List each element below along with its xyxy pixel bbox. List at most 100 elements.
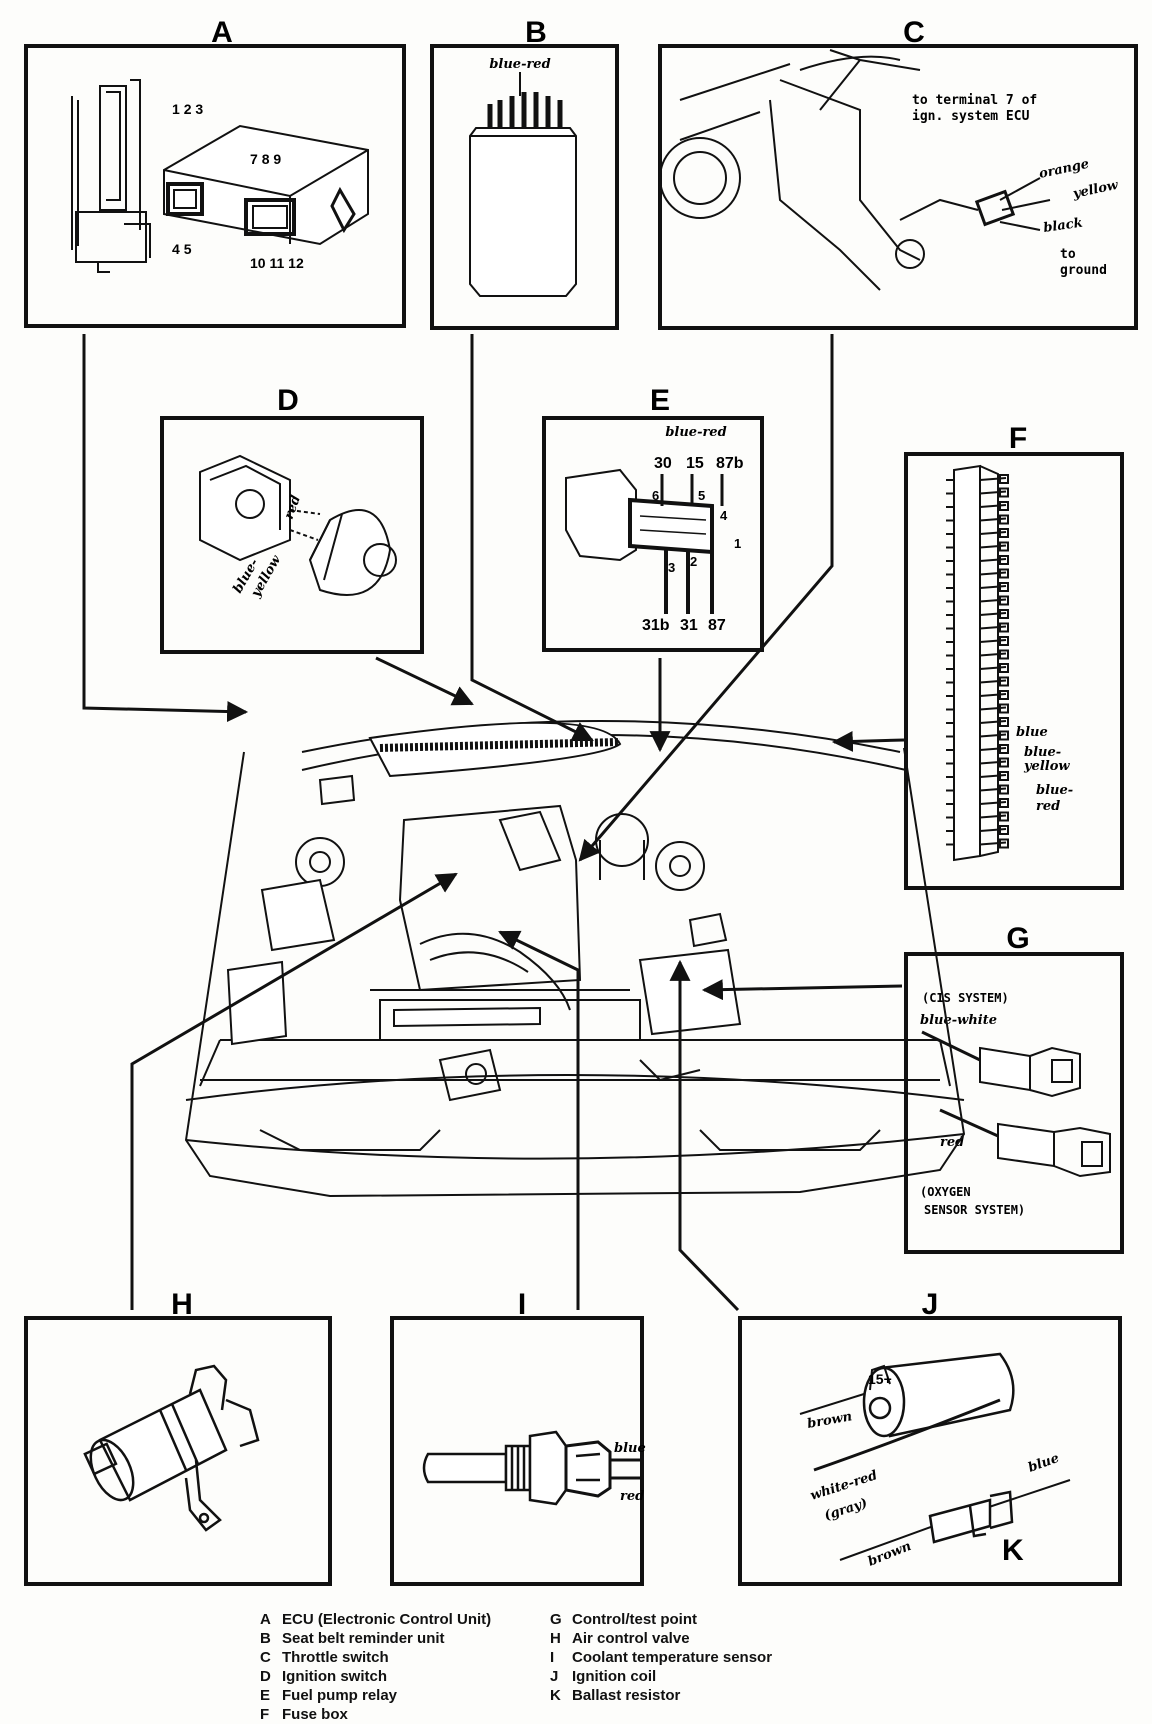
fuse-slot bbox=[946, 679, 1007, 684]
coil-wire-white-red: white-red bbox=[809, 1468, 880, 1504]
fuse bbox=[999, 730, 1009, 741]
coil-terminal-15: 15+ bbox=[868, 1371, 892, 1387]
fuse bbox=[999, 676, 1009, 687]
fuse bbox=[999, 690, 1009, 700]
panel-d-letter: D bbox=[277, 384, 299, 417]
throttle-note-2: ign. system ECU bbox=[912, 109, 1030, 124]
fuse-wire-blue: blue bbox=[1016, 725, 1048, 740]
fuse-slot bbox=[946, 747, 1007, 751]
fuse-wire-blue-red-2: red bbox=[1036, 799, 1060, 814]
relay-pin-4: 4 bbox=[720, 508, 728, 523]
panel-j-letter: J bbox=[922, 1288, 939, 1321]
throttle-wire-black: black bbox=[1042, 216, 1083, 236]
relay-pin-1: 1 bbox=[734, 536, 741, 551]
fuse bbox=[999, 649, 1009, 660]
fuse bbox=[999, 838, 1009, 849]
relay-term-87: 87 bbox=[708, 617, 726, 634]
panel-c: C to terminal 7 of ign. system ECU to gr… bbox=[658, 16, 1138, 330]
fuse-slot bbox=[946, 571, 1007, 576]
fuse bbox=[999, 541, 1009, 552]
fuse-slot bbox=[946, 693, 1007, 697]
ecu-pins-top2: 7 8 9 bbox=[250, 151, 281, 167]
fuse-slot bbox=[946, 625, 1007, 630]
relay-pin-2: 2 bbox=[690, 554, 697, 569]
coil-wire-blue: blue bbox=[1026, 1451, 1061, 1476]
ecu-pins-bottom2: 10 11 12 bbox=[250, 255, 304, 271]
fuse bbox=[999, 825, 1009, 835]
fuse bbox=[999, 555, 1009, 565]
relay-term-30: 30 bbox=[654, 455, 672, 472]
oxygen-system-label-1: (OXYGEN bbox=[920, 1185, 971, 1199]
fuse bbox=[999, 474, 1009, 484]
ecu-pins-top: 1 2 3 bbox=[172, 101, 203, 117]
fuse bbox=[999, 717, 1009, 727]
fuse bbox=[999, 609, 1009, 619]
coolant-sensor-illustration bbox=[422, 1430, 640, 1506]
panel-a: A 1 2 3 4 5 7 8 9 10 11 12 bbox=[24, 16, 406, 328]
coil-wire-brown: brown bbox=[806, 1409, 853, 1432]
fuse-wire-blue-red-1: blue- bbox=[1036, 783, 1073, 798]
panel-e-letter: E bbox=[650, 384, 670, 417]
panel-j: J brown white-red (gray) blue brown 15+ … bbox=[738, 1288, 1122, 1586]
engine-bay-illustration bbox=[184, 720, 966, 1198]
relay-pin-5: 5 bbox=[698, 488, 705, 503]
fuse bbox=[999, 487, 1009, 498]
panel-i: I blue red bbox=[390, 1288, 646, 1586]
coil-wire-gray: (gray) bbox=[823, 1496, 870, 1524]
relay-term-31: 31 bbox=[680, 617, 698, 634]
relay-illustration bbox=[469, 72, 577, 297]
throttle-note-1: to terminal 7 of bbox=[912, 93, 1037, 108]
fuse bbox=[999, 798, 1009, 808]
throttle-illustration bbox=[659, 49, 1051, 291]
fuse bbox=[999, 663, 1009, 673]
fuse-slot bbox=[946, 652, 1007, 657]
fuse-slot bbox=[946, 517, 1007, 522]
fuse-slot bbox=[946, 504, 1007, 508]
ecu-illustration bbox=[71, 79, 369, 273]
fuse-box-illustration bbox=[946, 464, 1009, 862]
fuse-slot bbox=[946, 639, 1007, 643]
fuse bbox=[999, 528, 1009, 538]
panel-d: D red blue- yellow bbox=[160, 384, 424, 654]
fuse bbox=[999, 582, 1009, 592]
fuse-slot bbox=[946, 733, 1007, 738]
throttle-wire-orange: orange bbox=[1038, 157, 1091, 182]
coil-wire-brown-2: brown bbox=[866, 1539, 914, 1570]
panel-e: E blue-red 30 15 87b 31b 31 87 6 5 4 3 2… bbox=[542, 384, 764, 652]
panel-g-letter: G bbox=[1006, 922, 1029, 955]
fuse-slot bbox=[946, 814, 1007, 819]
coolant-wire-blue: blue bbox=[614, 1441, 646, 1456]
fuse-slot bbox=[946, 544, 1007, 549]
cis-system-label: (CIS SYSTEM) bbox=[922, 991, 1009, 1005]
panel-i-letter: I bbox=[518, 1288, 526, 1321]
coolant-wire-red: red bbox=[620, 1489, 644, 1504]
ecu-pins-bottom: 4 5 bbox=[172, 241, 192, 257]
relay-pin-6: 6 bbox=[652, 488, 659, 503]
relay-term-15: 15 bbox=[686, 455, 704, 472]
fuse bbox=[999, 744, 1009, 754]
fuse-slot bbox=[946, 531, 1007, 535]
fuse-slot bbox=[946, 828, 1007, 832]
ignition-switch-illustration bbox=[199, 454, 397, 596]
fuse-slot bbox=[946, 598, 1007, 603]
fuse bbox=[999, 622, 1009, 633]
panel-b-letter: B bbox=[525, 16, 547, 49]
relay-pin-3: 3 bbox=[668, 560, 675, 575]
fuse-slot bbox=[946, 612, 1007, 616]
seatbelt-wire-label: blue-red bbox=[489, 57, 550, 72]
oxygen-system-label-2: SENSOR SYSTEM) bbox=[924, 1203, 1025, 1217]
fuse-slot bbox=[946, 666, 1007, 670]
fuse-slot bbox=[946, 774, 1007, 778]
fuse bbox=[999, 636, 1009, 646]
air-valve-illustration bbox=[83, 1364, 260, 1532]
fuse bbox=[999, 771, 1009, 781]
fuse bbox=[999, 757, 1009, 768]
fuse-slot bbox=[946, 720, 1007, 724]
